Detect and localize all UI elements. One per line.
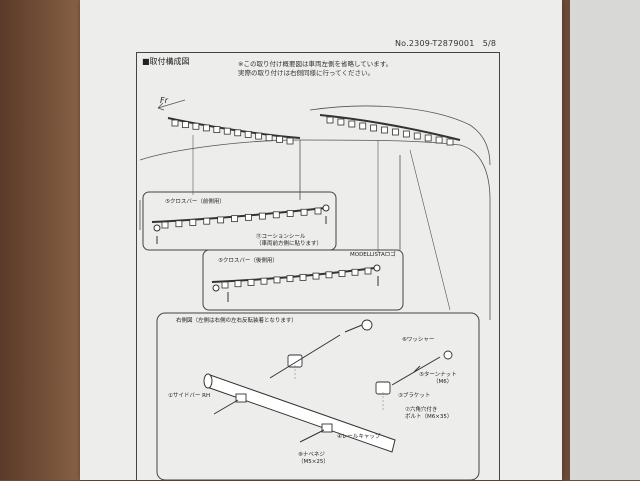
label-cross-bar-rear: ⑤クロスバー（後側用） <box>218 258 278 264</box>
label-side-bar: ①サイドバー RH <box>168 393 211 399</box>
rear-bar-tooth <box>351 268 359 276</box>
rear-bar-tooth <box>299 273 307 281</box>
label-turn-nut: ⑤ターンナット （M6） <box>419 372 457 385</box>
front-bar-tooth <box>175 220 183 228</box>
roof-bar-tooth <box>402 130 410 138</box>
diagram-frame <box>136 52 500 481</box>
roof-bar-tooth <box>348 120 356 128</box>
roof-bar-tooth <box>359 122 367 130</box>
label-cross-bar-front: ⑤クロスバー（前側用） <box>165 199 225 205</box>
label-detail-title: 右側図（左側は右側の左右反転装着となります） <box>176 318 297 324</box>
document-sheet <box>80 0 562 480</box>
roof-bar-tooth <box>192 122 200 130</box>
document-number: No.2309-T2879001 5/8 <box>395 39 497 48</box>
background-right <box>570 0 640 480</box>
rear-bar-tooth <box>325 271 333 279</box>
roof-bar-tooth <box>255 132 263 140</box>
front-bar-tooth <box>258 212 266 220</box>
background-left <box>0 0 86 480</box>
roof-bar-tooth <box>424 134 432 142</box>
front-bar-tooth <box>314 207 322 215</box>
front-bar-end-cap-left <box>153 224 161 232</box>
roof-bar-tooth <box>171 119 179 127</box>
front-bar-tooth <box>300 208 308 216</box>
rear-bar-tooth <box>286 275 294 283</box>
front-bar-end-cap-right <box>322 204 330 212</box>
roof-bar-tooth <box>326 116 334 124</box>
front-bar-tooth <box>286 210 294 217</box>
label-rail-cap: ④レールキャップ <box>337 434 381 440</box>
section-note: ※この取り付け概要図は車両左側を省略しています。 実際の取り付けは右側同様に行っ… <box>238 60 393 77</box>
roof-bar-tooth <box>265 134 273 142</box>
label-bracket: ③ブラケット <box>398 393 431 399</box>
roof-bar-tooth <box>392 128 399 136</box>
rear-bar-tooth <box>260 277 268 285</box>
front-bar-tooth <box>217 216 225 224</box>
rear-bar-tooth <box>221 281 229 289</box>
label-cushion-seal: ⑪コーションシール （車両前方側に貼ります） <box>256 234 323 247</box>
rear-bar-tooth <box>234 280 242 288</box>
roof-bar-tooth <box>413 132 421 140</box>
label-hex-bolt: ⑦六角穴付き ボルト（M6×35） <box>405 407 453 420</box>
cross-bar-rear-box <box>202 249 404 311</box>
rear-bar-tooth <box>338 270 346 277</box>
front-bar-tooth <box>272 211 280 219</box>
roof-bar-tooth <box>337 118 345 126</box>
roof-bar-tooth <box>223 127 231 135</box>
front-bar-tooth <box>189 219 197 226</box>
rear-bar-tooth <box>312 272 320 280</box>
front-bar-tooth <box>203 217 211 225</box>
rear-bar-tooth <box>364 267 372 275</box>
roof-bar-tooth <box>234 129 242 137</box>
roof-bar-tooth <box>202 124 210 132</box>
section-title: ■取付構成図 <box>142 57 190 66</box>
front-bar-tooth <box>161 221 169 229</box>
rear-bar-tooth <box>247 279 255 286</box>
label-pan-screw: ⑧ナベネジ （M5×25） <box>298 452 329 465</box>
label-washer: ⑥ワッシャー <box>402 337 435 343</box>
roof-bar-tooth <box>244 131 252 138</box>
label-modellista-logo: MODELLISTAロゴ <box>350 252 396 258</box>
front-bar-tooth <box>245 213 252 221</box>
roof-bar-tooth <box>276 135 283 143</box>
front-bar-tooth <box>231 215 238 223</box>
roof-bar-tooth <box>446 138 454 146</box>
detail-box <box>156 312 480 480</box>
roof-bar-tooth <box>286 137 294 145</box>
roof-bar-tooth <box>435 136 443 144</box>
front-direction-label: Fr <box>160 96 168 105</box>
rear-bar-tooth <box>273 276 281 284</box>
roof-bar-tooth <box>213 126 221 133</box>
roof-bar-tooth <box>182 121 189 129</box>
roof-bar-tooth <box>370 124 378 132</box>
roof-bar-tooth <box>381 126 388 134</box>
